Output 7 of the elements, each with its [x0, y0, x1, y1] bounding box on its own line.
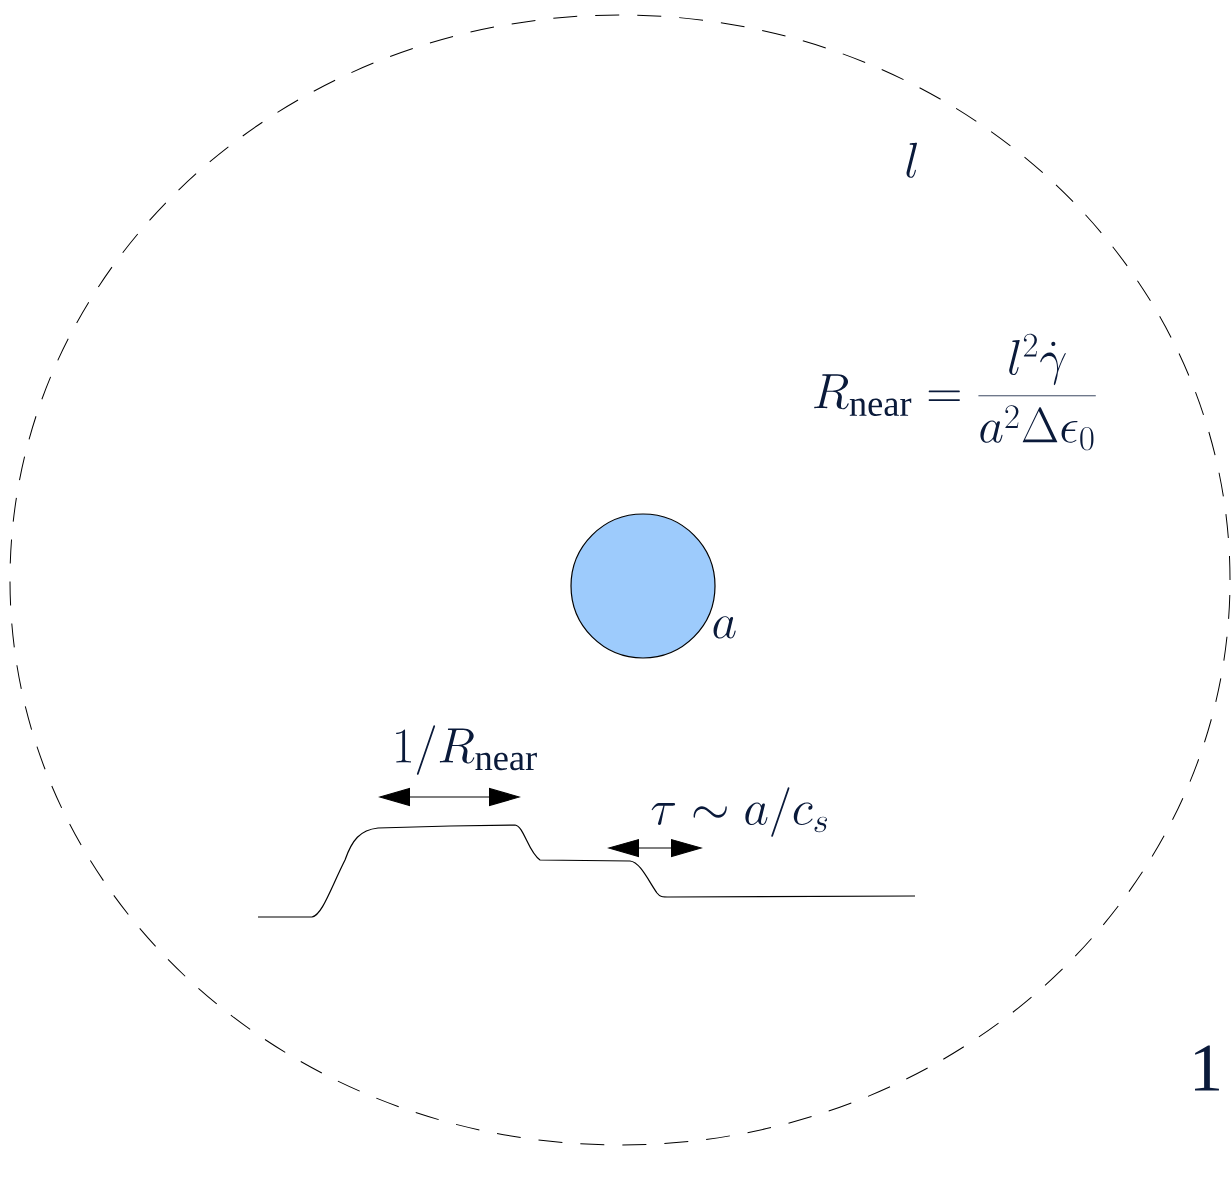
formula: $\tau\sim a/c_{s}$ — [651, 787, 828, 837]
formula: $1/R_{\mathrm{near}}$ — [396, 725, 537, 775]
dashed-boundary-ellipse — [9, 14, 1231, 1146]
length-label: $l$ — [906, 142, 917, 178]
label: 1 — [1195, 1045, 1219, 1091]
radius-label: $a$ — [713, 616, 736, 639]
formula: $R_{\mathrm{near}}=\frac{l^{2}\dot{\gamma}}{a^{2}\Delta\epsilon_{0}}$ — [814, 333, 1096, 451]
